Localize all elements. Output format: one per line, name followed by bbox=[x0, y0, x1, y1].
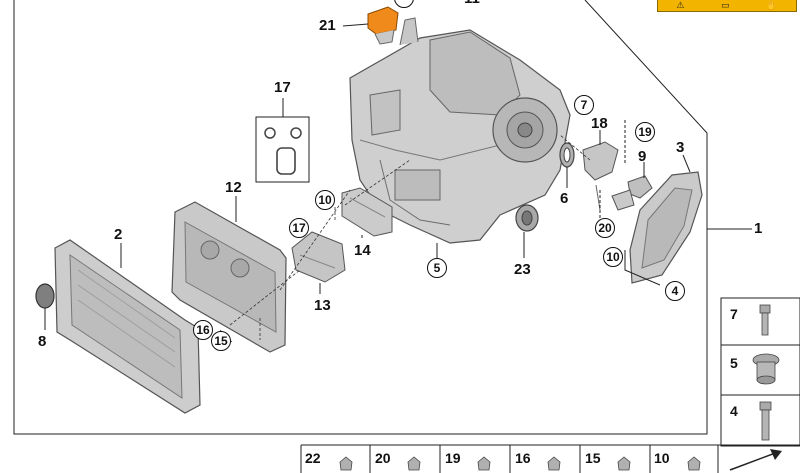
callout-20: 20 bbox=[595, 218, 615, 238]
part-17-seal-kit bbox=[255, 116, 310, 183]
bottom-table-cell-15: 15 bbox=[585, 450, 601, 466]
manual-book-icon: ▭ bbox=[721, 0, 730, 10]
parts-18-9-20 bbox=[582, 141, 653, 211]
callout-21: 21 bbox=[319, 17, 336, 34]
callout-7: 7 bbox=[574, 95, 594, 115]
callout-4: 4 bbox=[665, 281, 685, 301]
direction-arrow-icon bbox=[729, 449, 782, 471]
part-2-power-electronics bbox=[54, 239, 201, 414]
callout-12: 12 bbox=[225, 179, 242, 196]
part-12-control-unit bbox=[171, 201, 287, 353]
part-6-seal bbox=[559, 142, 575, 168]
callout-10-right: 10 bbox=[603, 247, 623, 267]
plug-5-graphic bbox=[752, 353, 780, 385]
callout-2: 2 bbox=[114, 226, 123, 243]
callout-19: 19 bbox=[635, 122, 655, 142]
part-8-cap bbox=[35, 283, 55, 309]
side-table-row-4: 4 bbox=[730, 403, 738, 419]
part-14-plate bbox=[341, 187, 393, 237]
bottom-table-cell-19: 19 bbox=[445, 450, 461, 466]
warning-triangle-icon: ⚠ bbox=[676, 0, 685, 10]
bottom-table bbox=[300, 444, 800, 473]
callout-16: 16 bbox=[193, 320, 213, 340]
callout-11: 11 bbox=[464, 0, 480, 6]
side-table bbox=[720, 297, 800, 447]
bolt-4-graphic bbox=[759, 401, 772, 441]
callout-10-left: 10 bbox=[315, 190, 335, 210]
bottom-table-bolt-heads bbox=[339, 456, 701, 471]
warning-strip: ⚠ ▭ ✋ bbox=[657, 0, 797, 12]
bottom-table-cell-16: 16 bbox=[515, 450, 531, 466]
callout-23: 23 bbox=[514, 261, 531, 278]
callout-13: 13 bbox=[314, 297, 331, 314]
bolt-7-graphic bbox=[759, 304, 771, 336]
callout-18: 18 bbox=[591, 115, 608, 132]
callout-5: 5 bbox=[427, 258, 447, 278]
bottom-table-cell-10: 10 bbox=[654, 450, 670, 466]
callout-6: 6 bbox=[560, 190, 569, 207]
callout-17-top: 17 bbox=[274, 79, 291, 96]
callout-17-lower: 17 bbox=[289, 218, 309, 238]
glove-icon: ✋ bbox=[766, 0, 778, 10]
transmission-housing bbox=[349, 17, 571, 244]
callout-9: 9 bbox=[638, 148, 647, 165]
part-21-highlighted bbox=[367, 6, 399, 45]
callout-15: 15 bbox=[211, 331, 231, 351]
part-23-plug bbox=[515, 204, 539, 232]
frame-border bbox=[13, 0, 708, 435]
bottom-table-cell-22: 22 bbox=[305, 450, 321, 466]
part-3-housing-cover bbox=[629, 171, 703, 284]
callout-3: 3 bbox=[676, 139, 685, 156]
part-13-bracket bbox=[291, 231, 346, 283]
callout-8: 8 bbox=[38, 333, 47, 350]
callout-14: 14 bbox=[354, 242, 371, 259]
side-table-row-5: 5 bbox=[730, 355, 738, 371]
callout-1: 1 bbox=[754, 220, 763, 237]
side-table-row-7: 7 bbox=[730, 306, 738, 322]
bottom-table-cell-20: 20 bbox=[375, 450, 391, 466]
